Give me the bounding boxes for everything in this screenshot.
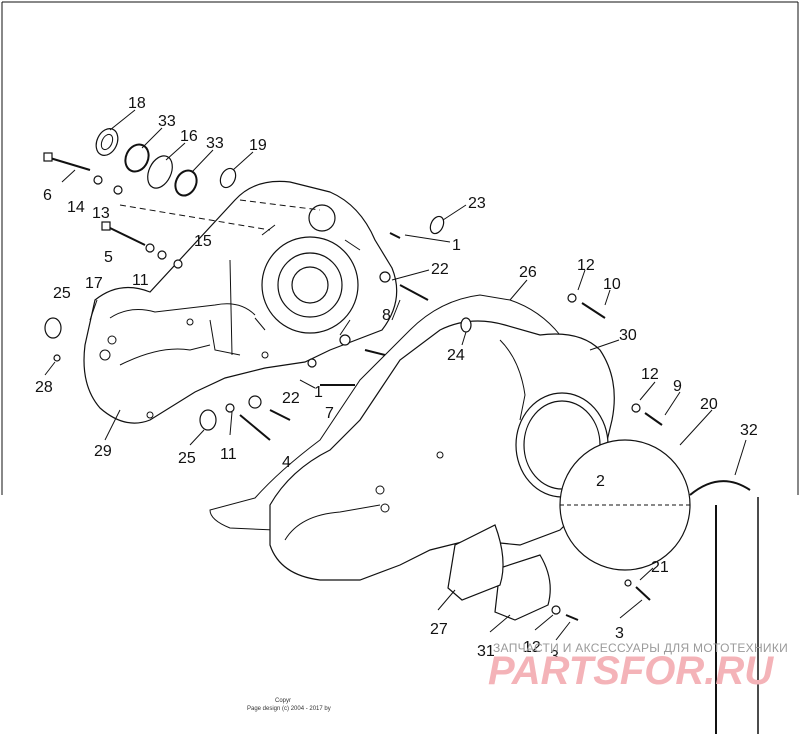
callout-12: 12 <box>641 366 659 383</box>
watermark-brand-logo: PARTSFOR.RU <box>488 649 774 693</box>
callout-17: 17 <box>85 275 103 292</box>
callout-21: 21 <box>651 559 669 576</box>
callout-20: 20 <box>700 396 718 413</box>
leader-lines <box>44 109 747 641</box>
callout-8: 8 <box>382 307 391 324</box>
watermark-tagline: ЗАПЧАСТИ И АКСЕССУАРЫ ДЛЯ МОТОТЕХНИКИ <box>493 641 788 655</box>
callout-12: 12 <box>577 257 595 274</box>
callout-33: 33 <box>158 113 176 130</box>
callout-29: 29 <box>94 443 112 460</box>
callout-25: 25 <box>53 285 71 302</box>
copyright-short: Copyr <box>275 698 291 704</box>
callout-3: 3 <box>615 625 624 642</box>
callout-15: 15 <box>194 233 212 250</box>
o-ring-32 <box>689 480 751 496</box>
callout-16: 16 <box>180 128 198 145</box>
callout-1: 1 <box>452 237 461 254</box>
callout-12: 12 <box>523 639 541 656</box>
callout-22: 22 <box>431 261 449 278</box>
callout-14: 14 <box>67 199 85 216</box>
callout-23: 23 <box>468 195 486 212</box>
inner-primary-housing <box>83 180 398 424</box>
callout-30: 30 <box>619 327 637 344</box>
small-parts <box>43 128 663 621</box>
callout-31: 31 <box>477 643 495 660</box>
callout-22: 22 <box>282 390 300 407</box>
callout-5: 5 <box>104 249 113 266</box>
callout-27: 27 <box>430 621 448 638</box>
callout-6: 6 <box>43 187 52 204</box>
callout-3: 3 <box>550 648 559 665</box>
watermark: ЗАПЧАСТИ И АКСЕССУАРЫ ДЛЯ МОТОТЕХНИКИ PA… <box>488 641 788 693</box>
callout-25: 25 <box>178 450 196 467</box>
gasket-27 <box>447 524 504 601</box>
callout-19: 19 <box>249 137 267 154</box>
callout-1: 1 <box>314 384 323 401</box>
callout-13: 13 <box>92 205 110 222</box>
callout-18: 18 <box>128 95 146 112</box>
page-design-credit: Page design (c) 2004 - 2017 by <box>247 706 331 712</box>
inspection-cover-31 <box>494 554 551 621</box>
callout-4: 4 <box>282 454 291 471</box>
outer-primary-cover-30 <box>269 320 615 581</box>
callout-10: 10 <box>603 276 621 293</box>
derby-cover-20 <box>559 439 691 571</box>
callout-33: 33 <box>206 135 224 152</box>
gasket-26 <box>209 294 561 533</box>
callout-24: 24 <box>447 347 465 364</box>
callout-26: 26 <box>519 264 537 281</box>
callout-2: 2 <box>596 473 605 490</box>
callout-11: 11 <box>132 272 149 289</box>
callout-7: 7 <box>325 405 334 422</box>
callout-11: 11 <box>220 446 237 463</box>
callout-32: 32 <box>740 422 758 439</box>
footer: Copyr Page design (c) 2004 - 2017 by <box>247 698 331 712</box>
callout-labels: 18 33 16 33 19 6 14 13 23 1 15 5 11 22 2… <box>35 95 758 665</box>
callout-9: 9 <box>673 378 682 395</box>
callout-28: 28 <box>35 379 53 396</box>
